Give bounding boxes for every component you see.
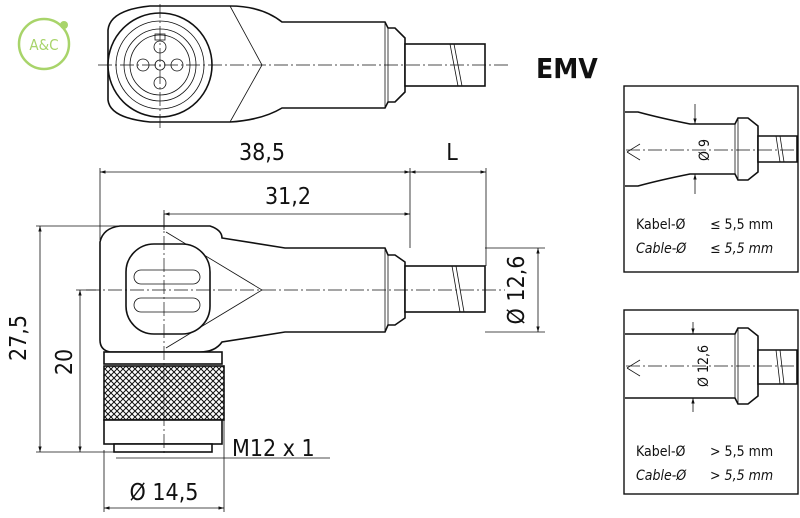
side-cable-break <box>451 265 465 313</box>
dim-cable-diameter: Ø 12,6 <box>504 256 530 325</box>
detail-box-large: Ø 12,6 Kabel-Ø > 5,5 mm Cable-Ø > 5,5 mm <box>623 309 799 495</box>
detail-small-condition-de: ≤ 5,5 mm <box>710 217 773 233</box>
detail-large-condition-en: > 5,5 mm <box>710 468 773 484</box>
logo-dot <box>60 21 68 29</box>
side-view <box>86 214 505 456</box>
ac-logo: A&C <box>17 17 71 71</box>
side-cable <box>404 265 486 313</box>
detail-small-cable <box>757 135 798 163</box>
detail-large-cable <box>757 349 798 385</box>
detail-large-condition-de: > 5,5 mm <box>710 444 773 460</box>
top-view <box>98 4 510 128</box>
side-contact-lower <box>133 297 201 313</box>
detail-large-diameter: Ø 12,6 <box>696 345 712 387</box>
dim-nut-diameter: Ø 14,5 <box>130 480 199 506</box>
dim-thread: M12 x 1 <box>232 436 315 462</box>
logo-ring <box>17 17 71 71</box>
detail-large-label-en: Cable-Ø <box>636 468 687 484</box>
dim-overall-length: 38,5 <box>239 140 285 166</box>
detail-small-label-en: Cable-Ø <box>636 241 687 257</box>
dim-height-20: 20 <box>52 349 78 375</box>
logo-text: A&C <box>29 36 58 54</box>
detail-small-diameter: Ø 9 <box>697 139 713 161</box>
dimension-lines <box>36 168 545 512</box>
nut-tip <box>113 443 213 453</box>
dim-cable-length: L <box>446 140 458 166</box>
side-window <box>125 243 211 335</box>
side-contact-upper <box>133 269 201 285</box>
detail-box-small: Ø 9 Kabel-Ø ≤ 5,5 mm Cable-Ø ≤ 5,5 mm <box>623 85 799 273</box>
nut-collar <box>103 351 223 365</box>
dim-body-length: 31,2 <box>265 184 311 210</box>
detail-small-label-de: Kabel-Ø <box>636 217 686 233</box>
nut-thread <box>103 419 223 445</box>
detail-small-condition-en: ≤ 5,5 mm <box>710 241 773 257</box>
dim-total-height: 27,5 <box>6 315 32 361</box>
title-emv: EMV <box>536 52 598 85</box>
detail-large-label-de: Kabel-Ø <box>636 444 686 460</box>
